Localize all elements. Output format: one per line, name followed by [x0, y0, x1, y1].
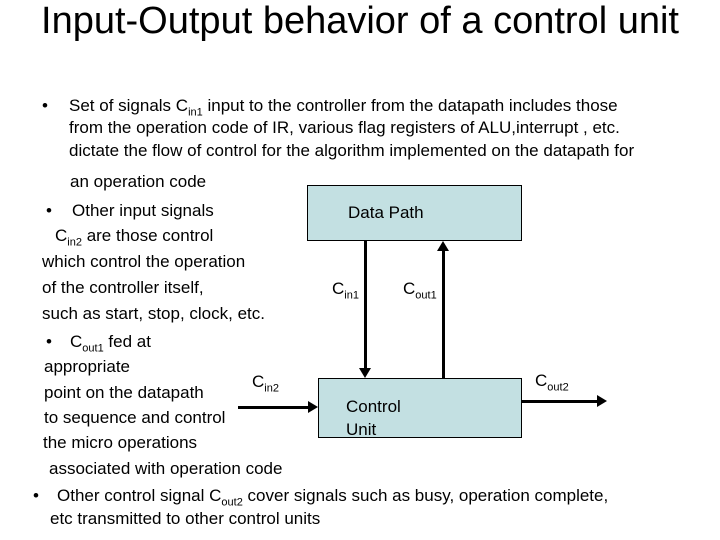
cout2-label-base: C	[535, 371, 548, 390]
control-unit-label: Control Unit	[319, 379, 521, 441]
bullet3-marker: •	[46, 332, 52, 351]
bullet4-marker: •	[33, 486, 39, 505]
page-title: Input-Output behavior of a control unit	[41, 0, 679, 42]
control-unit-label-line1: Control	[346, 397, 401, 416]
cin1-label-sub: in1	[344, 289, 359, 302]
cout1-arrow-line	[442, 251, 445, 378]
bullet2-line1: Other input signals	[72, 201, 214, 220]
cin1-arrowhead-icon	[359, 368, 371, 378]
bullet2-line3: which control the operation	[42, 252, 246, 271]
bullet1-line2: from the operation code of IR, various f…	[69, 118, 620, 137]
cin2-arrowhead-icon	[308, 401, 318, 413]
control-unit-label-line2: Unit	[346, 420, 377, 439]
bullet4-line1-rest: cover signals such as busy, operation co…	[242, 486, 609, 505]
bullet3-line1-rest: fed at	[103, 332, 151, 351]
bullet2-line2-text: C	[55, 226, 68, 245]
bullet1-line1: Set of signals Cin1 input to the control…	[69, 96, 618, 119]
cout2-label-sub: out2	[547, 381, 569, 394]
bullet3-line1-text: C	[70, 332, 83, 351]
bullet3-line5: the micro operations	[43, 433, 198, 452]
bullet3-line6: associated with operation code	[49, 459, 283, 478]
bullet3-line1: Cout1 fed at	[70, 332, 151, 355]
cout2-label: Cout2	[535, 371, 569, 394]
cin2-label-base: C	[252, 372, 265, 391]
cin1-label: Cin1	[332, 279, 359, 302]
cin2-label: Cin2	[252, 372, 279, 395]
datapath-box: Data Path	[307, 185, 522, 241]
bullet1-line3: dictate the flow of control for the algo…	[69, 141, 635, 160]
bullet1-line1-rest: input to the controller from the datapat…	[202, 96, 618, 115]
bullet1-marker: •	[42, 96, 48, 115]
bullet3-line3: point on the datapath	[44, 383, 204, 402]
bullet4-line1-text: Other control signal C	[57, 486, 222, 505]
bullet1-line1-text: Set of signals C	[69, 96, 189, 115]
bullet2-line4: of the controller itself,	[42, 278, 204, 297]
control-unit-box: Control Unit	[318, 378, 522, 441]
bullet1-line4: an operation code	[70, 172, 207, 191]
cin2-subscript: in2	[67, 236, 82, 249]
cout1-label: Cout1	[403, 279, 437, 302]
cout1-label-base: C	[403, 279, 416, 298]
datapath-label: Data Path	[348, 203, 424, 222]
cout2-arrow-line	[522, 400, 597, 403]
cout1-label-sub: out1	[415, 289, 437, 302]
bullet2-line2: Cin2 are those control	[55, 226, 214, 249]
bullet2-line2-rest: are those control	[81, 226, 214, 245]
bullet4-line1: Other control signal Cout2 cover signals…	[57, 486, 609, 509]
cin1-arrow-line	[364, 241, 367, 369]
cin1-subscript: in1	[188, 106, 203, 119]
bullet3-line2: appropriate	[44, 357, 131, 376]
bullet3-line4: to sequence and control	[44, 408, 226, 427]
bullet4-line2: etc transmitted to other control units	[50, 509, 321, 528]
cout1-subscript: out1	[82, 342, 104, 355]
cout2-subscript: out2	[221, 496, 243, 509]
cout2-arrowhead-icon	[597, 395, 607, 407]
cin2-arrow-line	[238, 406, 308, 409]
bullet2-line5: such as start, stop, clock, etc.	[42, 304, 265, 323]
cin2-label-sub: in2	[264, 382, 279, 395]
bullet2-marker: •	[46, 201, 52, 220]
cin1-label-base: C	[332, 279, 345, 298]
cout1-arrowhead-icon	[437, 241, 449, 251]
